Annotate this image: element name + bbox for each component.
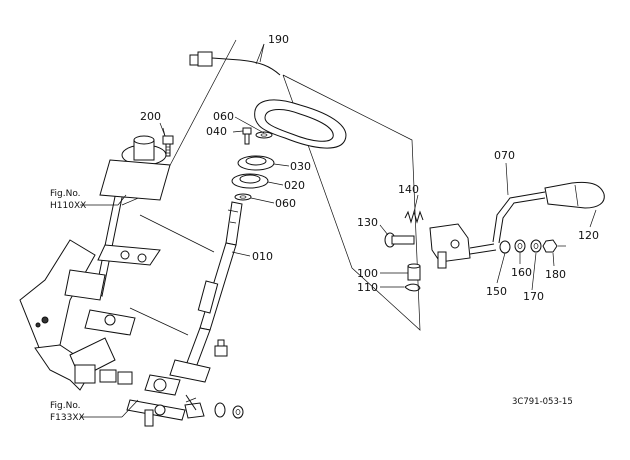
part-label-180: 180: [545, 268, 566, 281]
part-label-030: 030: [290, 160, 311, 173]
figure-reference-h110: Fig.No. H110XX: [50, 189, 86, 211]
part-label-160: 160: [511, 266, 532, 279]
part-label-010: 010: [252, 250, 273, 263]
part-label-190: 190: [268, 33, 289, 46]
part-label-060-bottom: 060: [275, 197, 296, 210]
part-label-110: 110: [357, 281, 378, 294]
part-label-070: 070: [494, 149, 515, 162]
part-label-120: 120: [578, 229, 599, 242]
bolt-200: [162, 127, 174, 157]
part-label-040: 040: [206, 125, 227, 138]
drawing-code: 3C791-053-15: [512, 397, 573, 407]
part-label-200: 200: [140, 110, 161, 123]
part-label-130: 130: [357, 216, 378, 229]
collar-stack: [231, 127, 275, 201]
figure-reference-f133: Fig.No. F133XX: [50, 401, 85, 423]
part-label-100: 100: [357, 267, 378, 280]
fig-ref-f133-line1: Fig.No.: [50, 401, 81, 411]
part-label-060-top: 060: [213, 110, 234, 123]
support-bracket-assembly: [19, 135, 171, 391]
clip-part: [214, 339, 228, 357]
part-label-170: 170: [523, 290, 544, 303]
part-label-020: 020: [284, 179, 305, 192]
part-label-150: 150: [486, 285, 507, 298]
fig-ref-h110-line1: Fig.No.: [50, 189, 81, 199]
shift-lever-070: [469, 181, 605, 255]
fig-ref-h110-line2: H110XX: [50, 201, 86, 211]
part-labels: 190 200 060 040 030 020 060 010 070 140 …: [140, 33, 599, 303]
lower-rod-assembly: [99, 369, 244, 427]
cable-190: [189, 43, 281, 76]
part-label-140: 140: [398, 183, 419, 196]
shift-lever-010: [144, 201, 243, 396]
pivot-block: [384, 210, 471, 292]
shift-guide-loop: [254, 99, 347, 149]
fig-ref-f133-line2: F133XX: [50, 413, 85, 423]
leader-lines: [80, 43, 597, 418]
